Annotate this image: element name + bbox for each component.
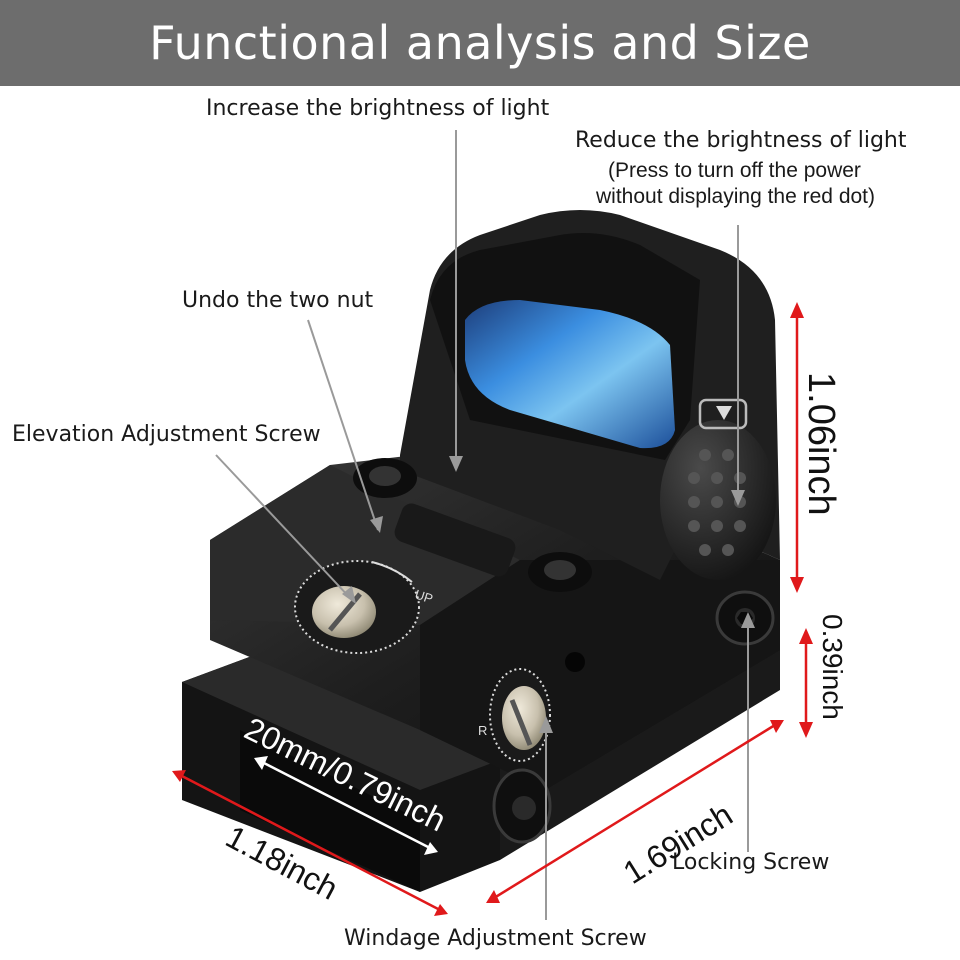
label-reduce-note-line2: without displaying the red dot) bbox=[596, 185, 875, 208]
label-elevation-screw: Elevation Adjustment Screw bbox=[12, 422, 321, 447]
dimension-arrows bbox=[172, 302, 813, 916]
label-reduce-brightness: Reduce the brightness of light bbox=[575, 128, 907, 153]
rail-arrow bbox=[254, 756, 438, 855]
windage-lock-screw-icon[interactable] bbox=[492, 768, 552, 844]
label-undo-nut: Undo the two nut bbox=[182, 288, 374, 313]
lens-window bbox=[465, 300, 675, 449]
label-reduce-note-line1: (Press to turn off the power bbox=[608, 159, 861, 182]
title-banner: Functional analysis and Size bbox=[0, 0, 960, 86]
leader-lines bbox=[215, 130, 749, 920]
side-hole bbox=[565, 652, 585, 672]
label-windage-screw: Windage Adjustment Screw bbox=[344, 926, 647, 951]
page-title: Functional analysis and Size bbox=[149, 16, 811, 70]
locking-screw-icon[interactable] bbox=[715, 590, 775, 646]
top-deck bbox=[353, 458, 592, 592]
leader-arrowheads bbox=[342, 456, 755, 733]
dim-base-height: 0.39inch bbox=[817, 614, 848, 720]
label-locking-screw: Locking Screw bbox=[672, 850, 830, 875]
dim-height: 1.06inch bbox=[800, 372, 842, 516]
elevation-dial[interactable]: UP bbox=[294, 560, 435, 654]
dial-up-mark: UP bbox=[413, 587, 435, 607]
dial-r-mark: R bbox=[478, 723, 487, 738]
label-increase-brightness: Increase the brightness of light bbox=[206, 96, 550, 121]
brightness-button[interactable] bbox=[660, 398, 776, 580]
windage-dial[interactable]: R bbox=[478, 668, 551, 762]
